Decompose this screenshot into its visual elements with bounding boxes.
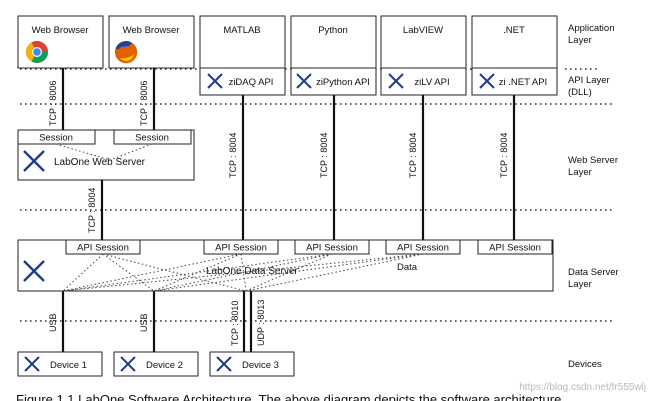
webserver-name: LabOne Web Server (54, 157, 146, 168)
api-label-dotnet: zi .NET API (499, 77, 547, 88)
dataserver-session-box-5 (477, 239, 553, 255)
layer-label-api-line1: API Layer (568, 75, 610, 86)
conn-label-device1: USB (48, 313, 58, 332)
app-label-python: Python (318, 25, 348, 36)
layer-label-application-line1: Application (568, 23, 614, 34)
zi-logo-icon (23, 150, 45, 172)
layer-label-webserver: Web Server Layer (568, 155, 621, 178)
data-route-3a (62, 253, 333, 292)
zi-logo-icon (479, 73, 495, 89)
app-label-labview: LabVIEW (403, 25, 443, 36)
zi-logo-icon (388, 73, 404, 89)
layer-label-application-line2: Layer (568, 35, 592, 46)
conn-label-labview: TCP : 8004 (408, 133, 418, 178)
watermark-text: https://blog.csdn.net/fr555wlj (519, 382, 646, 393)
chrome-icon (25, 40, 48, 64)
data-route-4b (153, 253, 424, 292)
conn-label-python: TCP : 8004 (319, 133, 329, 178)
data-route-1c (102, 253, 247, 292)
conn-label-device3-tcp: TCP : 8010 (230, 301, 240, 346)
data-route-1a (62, 253, 104, 292)
layer-label-api-line2: (DLL) (568, 87, 592, 98)
api-label-labview: ziLV API (414, 77, 449, 88)
layer-label-devices: Devices (568, 359, 602, 370)
layer-label-webserver-line1: Web Server (568, 155, 618, 166)
dataserver-name: LabOne Data Server (206, 266, 298, 277)
api-label-matlab: ziDAQ API (229, 77, 274, 88)
layer-label-dataserver: Data Server Layer (568, 267, 621, 290)
webserver-session1: Session (39, 133, 73, 144)
dataserver-session-1: API Session (77, 243, 129, 254)
device-label-2: Device 2 (146, 360, 183, 371)
app-label-browser2: Web Browser (123, 25, 180, 36)
conn-label-dotnet: TCP : 8004 (499, 133, 509, 178)
layer-label-api: API Layer (DLL) (568, 75, 612, 98)
conn-label-device2: USB (139, 313, 149, 332)
webserver-session2-box (113, 129, 192, 145)
dataserver-session-5: API Session (489, 243, 541, 254)
firefox-icon (115, 41, 138, 64)
layer-label-dataserver-line2: Layer (568, 279, 592, 290)
zi-logo-icon (120, 356, 136, 372)
zi-logo-icon (216, 356, 232, 372)
webserver-session2: Session (135, 133, 169, 144)
conn-label-device3-udp: UDP : 8013 (256, 300, 266, 346)
conn-label-browser2: TCP : 8006 (139, 81, 149, 126)
webserver-dotted-link1 (55, 143, 111, 161)
conn-label-browser1: TCP : 8006 (48, 81, 58, 126)
layer-label-dataserver-line1: Data Server (568, 267, 619, 278)
app-label-dotnet: .NET (503, 25, 525, 36)
data-route-4a (62, 253, 424, 292)
webserver-dotted-link2 (109, 143, 153, 161)
zi-logo-icon (207, 73, 223, 89)
app-box-browser1 (17, 15, 104, 69)
layer-label-webserver-line2: Layer (568, 167, 592, 178)
zi-logo-icon (24, 356, 40, 372)
dataserver-session-2: API Session (215, 243, 267, 254)
app-label-browser1: Web Browser (32, 25, 89, 36)
device-label-1: Device 1 (50, 360, 87, 371)
zi-logo-icon (296, 73, 312, 89)
api-box-python (290, 67, 377, 96)
device-label-3: Device 3 (242, 360, 279, 371)
figure-caption: Figure 1.1 LabOne Software Architecture.… (16, 392, 561, 401)
dataserver-data-label: Data (397, 262, 418, 273)
api-label-python: ziPython API (316, 77, 370, 88)
layer-label-application: Application Layer (568, 23, 617, 46)
dataserver-session-4: API Session (397, 243, 449, 254)
data-route-1b (102, 253, 155, 292)
app-label-matlab: MATLAB (223, 25, 260, 36)
dataserver-session-3: API Session (306, 243, 358, 254)
conn-label-matlab: TCP : 8004 (228, 133, 238, 178)
zi-logo-icon (23, 260, 45, 282)
conn-label-webserver: TCP : 8004 (87, 188, 97, 233)
